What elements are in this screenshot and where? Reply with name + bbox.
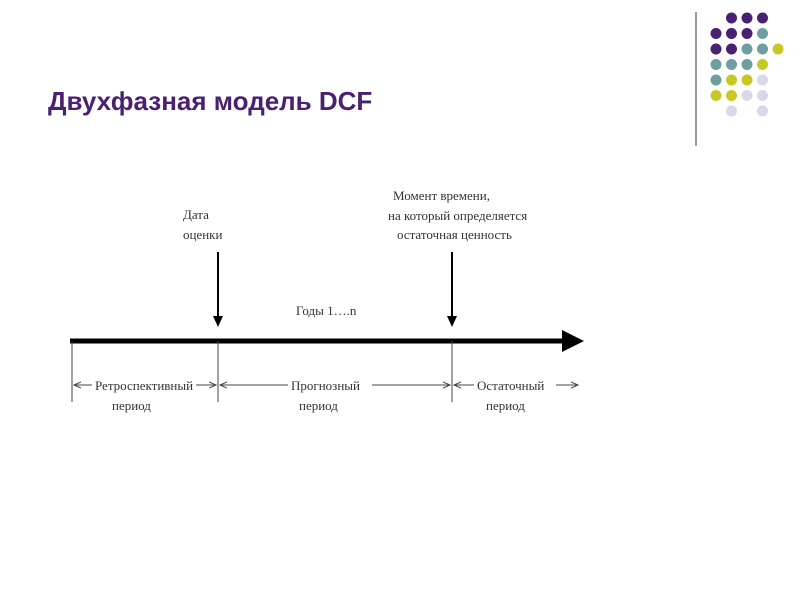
decorative-dot bbox=[710, 74, 722, 86]
decorative-dot bbox=[741, 12, 753, 24]
decorative-dot bbox=[726, 90, 737, 101]
terminal-moment-label-line-2: на который определяется bbox=[388, 208, 528, 223]
valuation-date-label-line-1: Дата bbox=[183, 207, 209, 222]
valuation-date-label-line-2: оценки bbox=[183, 227, 223, 242]
timeline-arrowhead bbox=[562, 330, 584, 352]
decorative-dot bbox=[757, 59, 768, 70]
decorative-dot bbox=[741, 28, 753, 39]
terminal-moment-label-line-3: остаточная ценность bbox=[397, 227, 512, 242]
decorative-dot bbox=[710, 59, 722, 70]
terminal-period-label-line-1: Остаточный bbox=[477, 378, 545, 393]
retrospective-period-label-line-1: Ретроспективный bbox=[95, 378, 194, 393]
decorative-dot bbox=[710, 43, 722, 55]
terminal-period-label-line-2: период bbox=[486, 398, 525, 413]
decorative-dot bbox=[741, 90, 753, 101]
terminal-moment-arrowhead bbox=[447, 316, 457, 327]
forecast-period-label-line-1: Прогнозный bbox=[291, 378, 360, 393]
decorative-dot bbox=[741, 74, 753, 86]
decorative-dot bbox=[757, 74, 768, 86]
years-label: Годы 1….n bbox=[296, 303, 357, 318]
retrospective-period-label-line-2: период bbox=[112, 398, 151, 413]
decorative-dot bbox=[757, 12, 768, 24]
slide-title: Двухфазная модель DCF bbox=[48, 86, 373, 116]
decorative-dot bbox=[757, 28, 768, 39]
decorative-dot bbox=[710, 28, 722, 39]
decorative-dot bbox=[726, 28, 737, 39]
decorative-dot bbox=[726, 74, 737, 86]
terminal-moment-label-line-1: Момент времени, bbox=[393, 188, 490, 203]
decorative-dot bbox=[726, 43, 737, 55]
decorative-dot bbox=[757, 105, 768, 117]
decorative-dot bbox=[741, 59, 753, 70]
decorative-dot bbox=[772, 43, 784, 55]
decorative-dot bbox=[757, 90, 768, 101]
decorative-dot-grid bbox=[710, 12, 784, 117]
forecast-period-label-line-2: период bbox=[299, 398, 338, 413]
valuation-date-arrowhead bbox=[213, 316, 223, 327]
decorative-dot bbox=[757, 43, 768, 55]
decorative-vertical-rule bbox=[695, 12, 697, 146]
decorative-dot bbox=[726, 12, 737, 24]
decorative-dot bbox=[726, 59, 737, 70]
decorative-dot bbox=[710, 90, 722, 101]
decorative-dot bbox=[741, 43, 753, 55]
decorative-dot bbox=[726, 105, 737, 117]
